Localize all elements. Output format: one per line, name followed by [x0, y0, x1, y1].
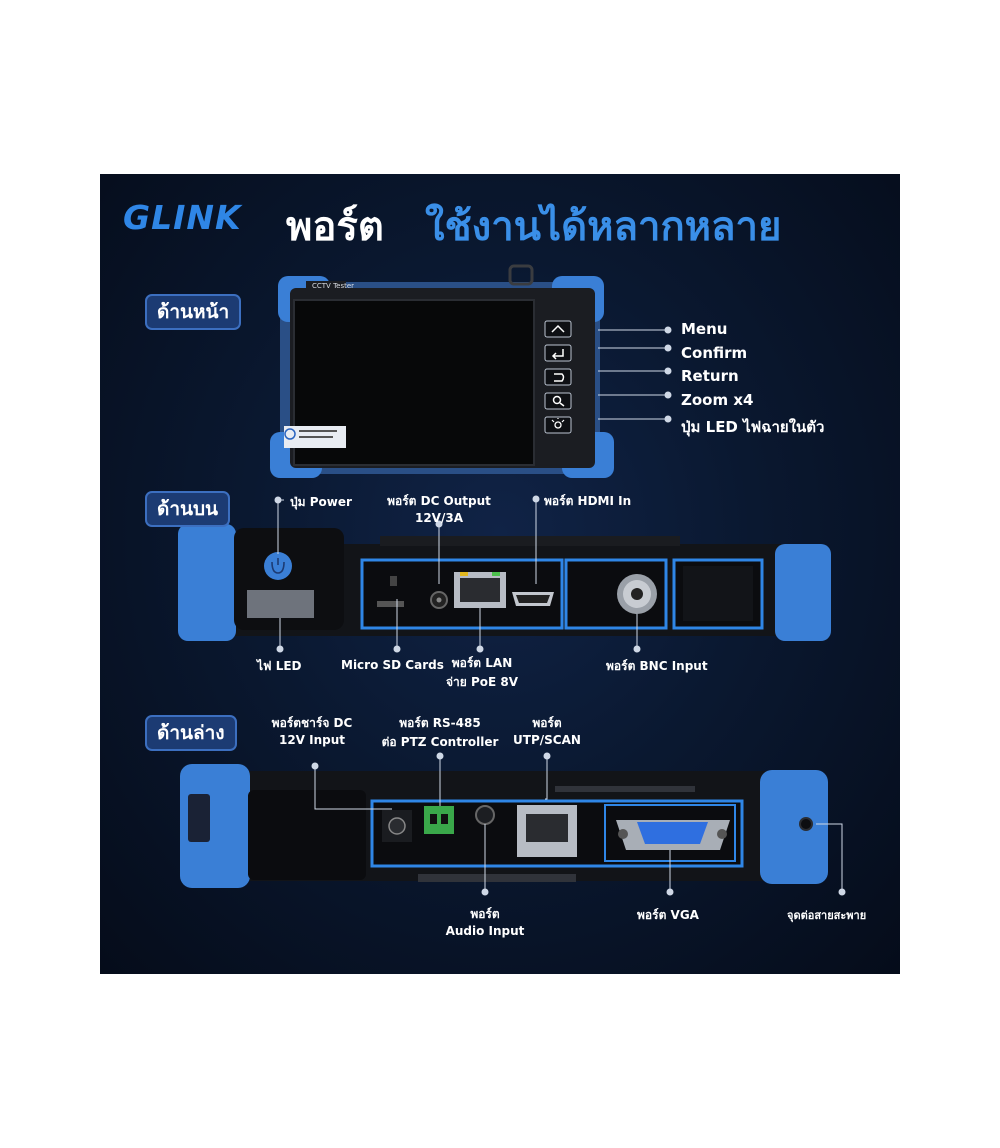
brand-logo: GLINK — [123, 198, 242, 237]
front-button-led — [544, 416, 572, 434]
bottom-device — [180, 752, 846, 896]
label-lan: พอร์ต LAN จ่าย PoE 8V — [432, 654, 532, 692]
label-micro-sd: Micro SD Cards — [341, 658, 444, 672]
label-dc-input-line2: 12V Input — [278, 733, 346, 747]
front-device — [270, 264, 672, 478]
label-hdmi-in: พอร์ต HDMI In — [544, 494, 632, 508]
headline-part-2: ใช้งานได้หลากหลาย — [425, 204, 782, 250]
label-dc-output: พอร์ต DC Output 12V/3A — [379, 492, 499, 525]
front-button-return — [544, 368, 572, 386]
label-dc-output-line2: 12V/3A — [414, 511, 463, 525]
headline-part-1: พอร์ต — [286, 204, 384, 250]
section-tag-front: ด้านหน้า — [145, 294, 242, 330]
label-lan-line2: จ่าย PoE 8V — [445, 675, 519, 689]
label-vga: พอร์ต VGA — [637, 908, 699, 922]
label-dc-input: พอร์ตชาร์จ DC 12V Input — [260, 714, 364, 747]
label-zoom: Zoom x4 — [681, 391, 754, 409]
front-button-enter — [544, 344, 572, 362]
top-leaders — [274, 495, 641, 653]
label-confirm: Confirm — [681, 344, 748, 362]
product-poster: GLINK พอร์ต ใช้งานได้หลากหลาย ด้านหน้า ด… — [100, 174, 900, 974]
label-menu: Menu — [681, 320, 728, 338]
label-utp-scan-line2: UTP/SCAN — [513, 733, 581, 747]
label-return: Return — [681, 367, 739, 385]
front-leaders — [598, 326, 672, 423]
label-bnc-input: พอร์ต BNC Input — [606, 659, 708, 673]
front-button-zoom — [544, 392, 572, 410]
top-device — [178, 495, 831, 653]
label-strap-point: จุดต่อสายสะพาย — [787, 909, 867, 922]
label-audio-input-line2: Audio Input — [445, 924, 525, 938]
label-audio-input: พอร์ต Audio Input — [437, 905, 533, 938]
label-rs485-line2: ต่อ PTZ Controller — [381, 735, 499, 749]
section-tag-bottom: ด้านล่าง — [145, 715, 237, 751]
label-rs485-line1: พอร์ต RS-485 — [399, 716, 481, 730]
device-screen-label: CCTV Tester — [312, 282, 355, 290]
label-rs485: พอร์ต RS-485 ต่อ PTZ Controller — [378, 714, 502, 752]
device-illustrations — [178, 264, 846, 896]
label-utp-scan-line1: พอร์ต — [532, 716, 562, 730]
label-lan-line1: พอร์ต LAN — [451, 656, 513, 670]
front-button-home — [544, 320, 572, 338]
label-dc-input-line1: พอร์ตชาร์จ DC — [271, 716, 353, 730]
label-led-light: ไฟ LED — [257, 659, 302, 673]
bottom-leaders — [311, 752, 846, 896]
label-power-button: ปุ่ม Power — [290, 495, 352, 509]
section-tag-top: ด้านบน — [145, 491, 231, 527]
label-utp-scan: พอร์ต UTP/SCAN — [510, 714, 584, 747]
label-dc-output-line1: พอร์ต DC Output — [387, 494, 491, 508]
label-audio-input-line1: พอร์ต — [470, 907, 500, 921]
label-led-torch: ปุ่ม LED ไฟฉายในตัว — [681, 418, 825, 436]
